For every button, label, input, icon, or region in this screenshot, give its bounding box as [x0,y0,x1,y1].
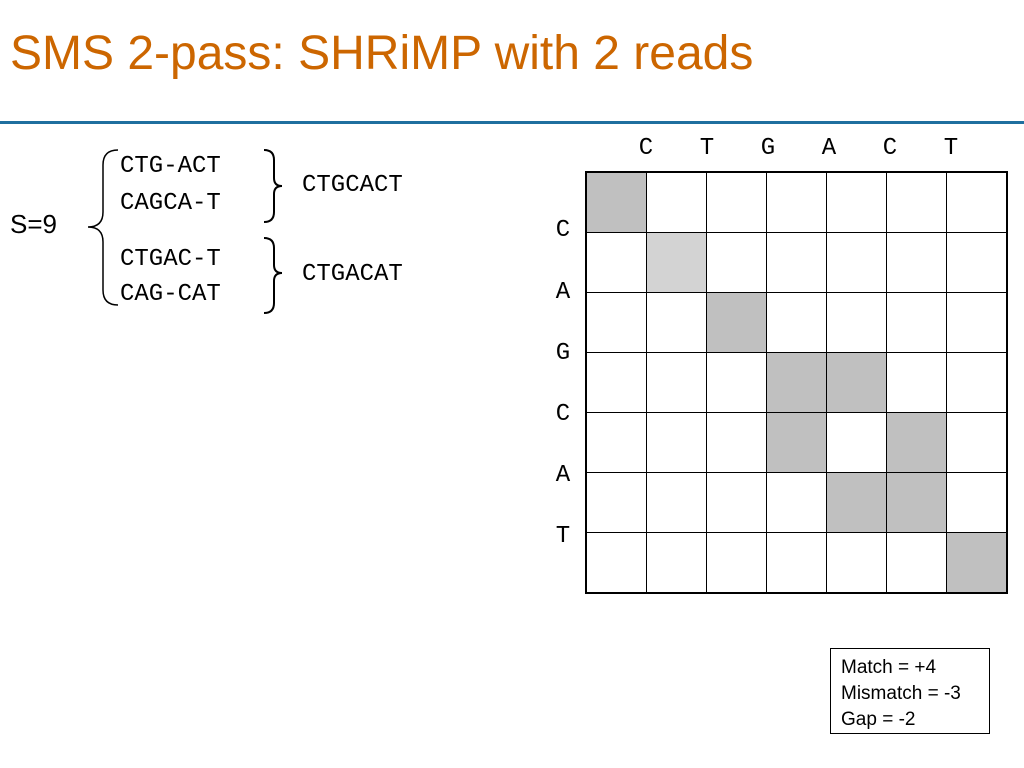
matrix-cell [646,352,707,413]
matrix-cell [706,412,767,473]
matrix-cell [766,171,827,233]
title-divider [0,121,1024,124]
matrix-cell-highlighted [646,232,707,293]
matrix-cell [585,412,647,473]
matrix-cell [585,232,647,293]
matrix-cell [826,412,887,473]
read-2b: CAG-CAT [120,281,221,308]
matrix-cell-highlighted [886,412,947,473]
alignment-matrix [585,171,1008,594]
matrix-cell [585,532,647,594]
read-group-brackets [87,149,283,314]
group2-right-brace [263,237,283,314]
matrix-cell-highlighted [706,292,767,353]
matrix-cell-highlighted [826,472,887,533]
column-header: T [943,135,959,162]
matrix-cell-highlighted [886,472,947,533]
matrix-cell [706,472,767,533]
consensus-1: CTGCACT [302,172,403,199]
row-header: G [555,340,571,367]
scoring-legend: Match = +4 Mismatch = -3 Gap = -2 [830,648,990,734]
column-header: C [638,135,654,162]
legend-mismatch: Mismatch = -3 [841,683,961,704]
matrix-row [585,532,1008,594]
legend-gap: Gap = -2 [841,709,916,730]
matrix-cell [766,472,827,533]
matrix-row [585,412,1008,473]
matrix-cell [646,292,707,353]
matrix-cell [826,171,887,233]
row-header: C [555,401,571,428]
matrix-cell [585,292,647,353]
matrix-cell [826,292,887,353]
matrix-cell [946,412,1008,473]
read-1a: CTG-ACT [120,153,221,180]
matrix-cell [646,532,707,594]
column-header: A [821,135,837,162]
matrix-cell [946,352,1008,413]
matrix-cell [886,171,947,233]
matrix-row [585,292,1008,353]
matrix-cell-highlighted [826,352,887,413]
matrix-row [585,472,1008,533]
score-label: S=9 [10,209,57,239]
matrix-cell [766,532,827,594]
matrix-cell [946,472,1008,533]
matrix-row [585,232,1008,293]
group1-right-brace [263,149,283,223]
matrix-row [585,171,1008,233]
matrix-cell [766,232,827,293]
column-header: G [760,135,776,162]
matrix-cell [706,232,767,293]
column-header: T [699,135,715,162]
matrix-cell [886,232,947,293]
matrix-cell [946,171,1008,233]
matrix-cell [585,472,647,533]
slide-title: SMS 2-pass: SHRiMP with 2 reads [10,27,754,80]
legend-match: Match = +4 [841,657,937,678]
matrix-cell-highlighted [766,352,827,413]
matrix-cell [886,532,947,594]
matrix-cell [946,232,1008,293]
matrix-cell [826,532,887,594]
read-2a: CTGAC-T [120,246,221,273]
read-1b: CAGCA-T [120,190,221,217]
matrix-cell [585,352,647,413]
row-header: A [555,279,571,306]
matrix-cell [946,292,1008,353]
matrix-cell [646,171,707,233]
matrix-row [585,352,1008,413]
row-header: T [555,523,571,550]
matrix-cell [886,352,947,413]
matrix-cell [646,472,707,533]
row-header: A [555,462,571,489]
outer-left-brace [87,149,119,306]
matrix-cell [766,292,827,353]
matrix-cell [706,532,767,594]
matrix-cell-highlighted [946,532,1008,594]
row-header: C [555,217,571,244]
matrix-cell [706,352,767,413]
matrix-cell-highlighted [766,412,827,473]
consensus-2: CTGACAT [302,261,403,288]
matrix-cell [826,232,887,293]
column-header: C [882,135,898,162]
matrix-cell-highlighted [585,171,647,233]
matrix-cell [706,171,767,233]
matrix-cell [886,292,947,353]
matrix-cell [646,412,707,473]
